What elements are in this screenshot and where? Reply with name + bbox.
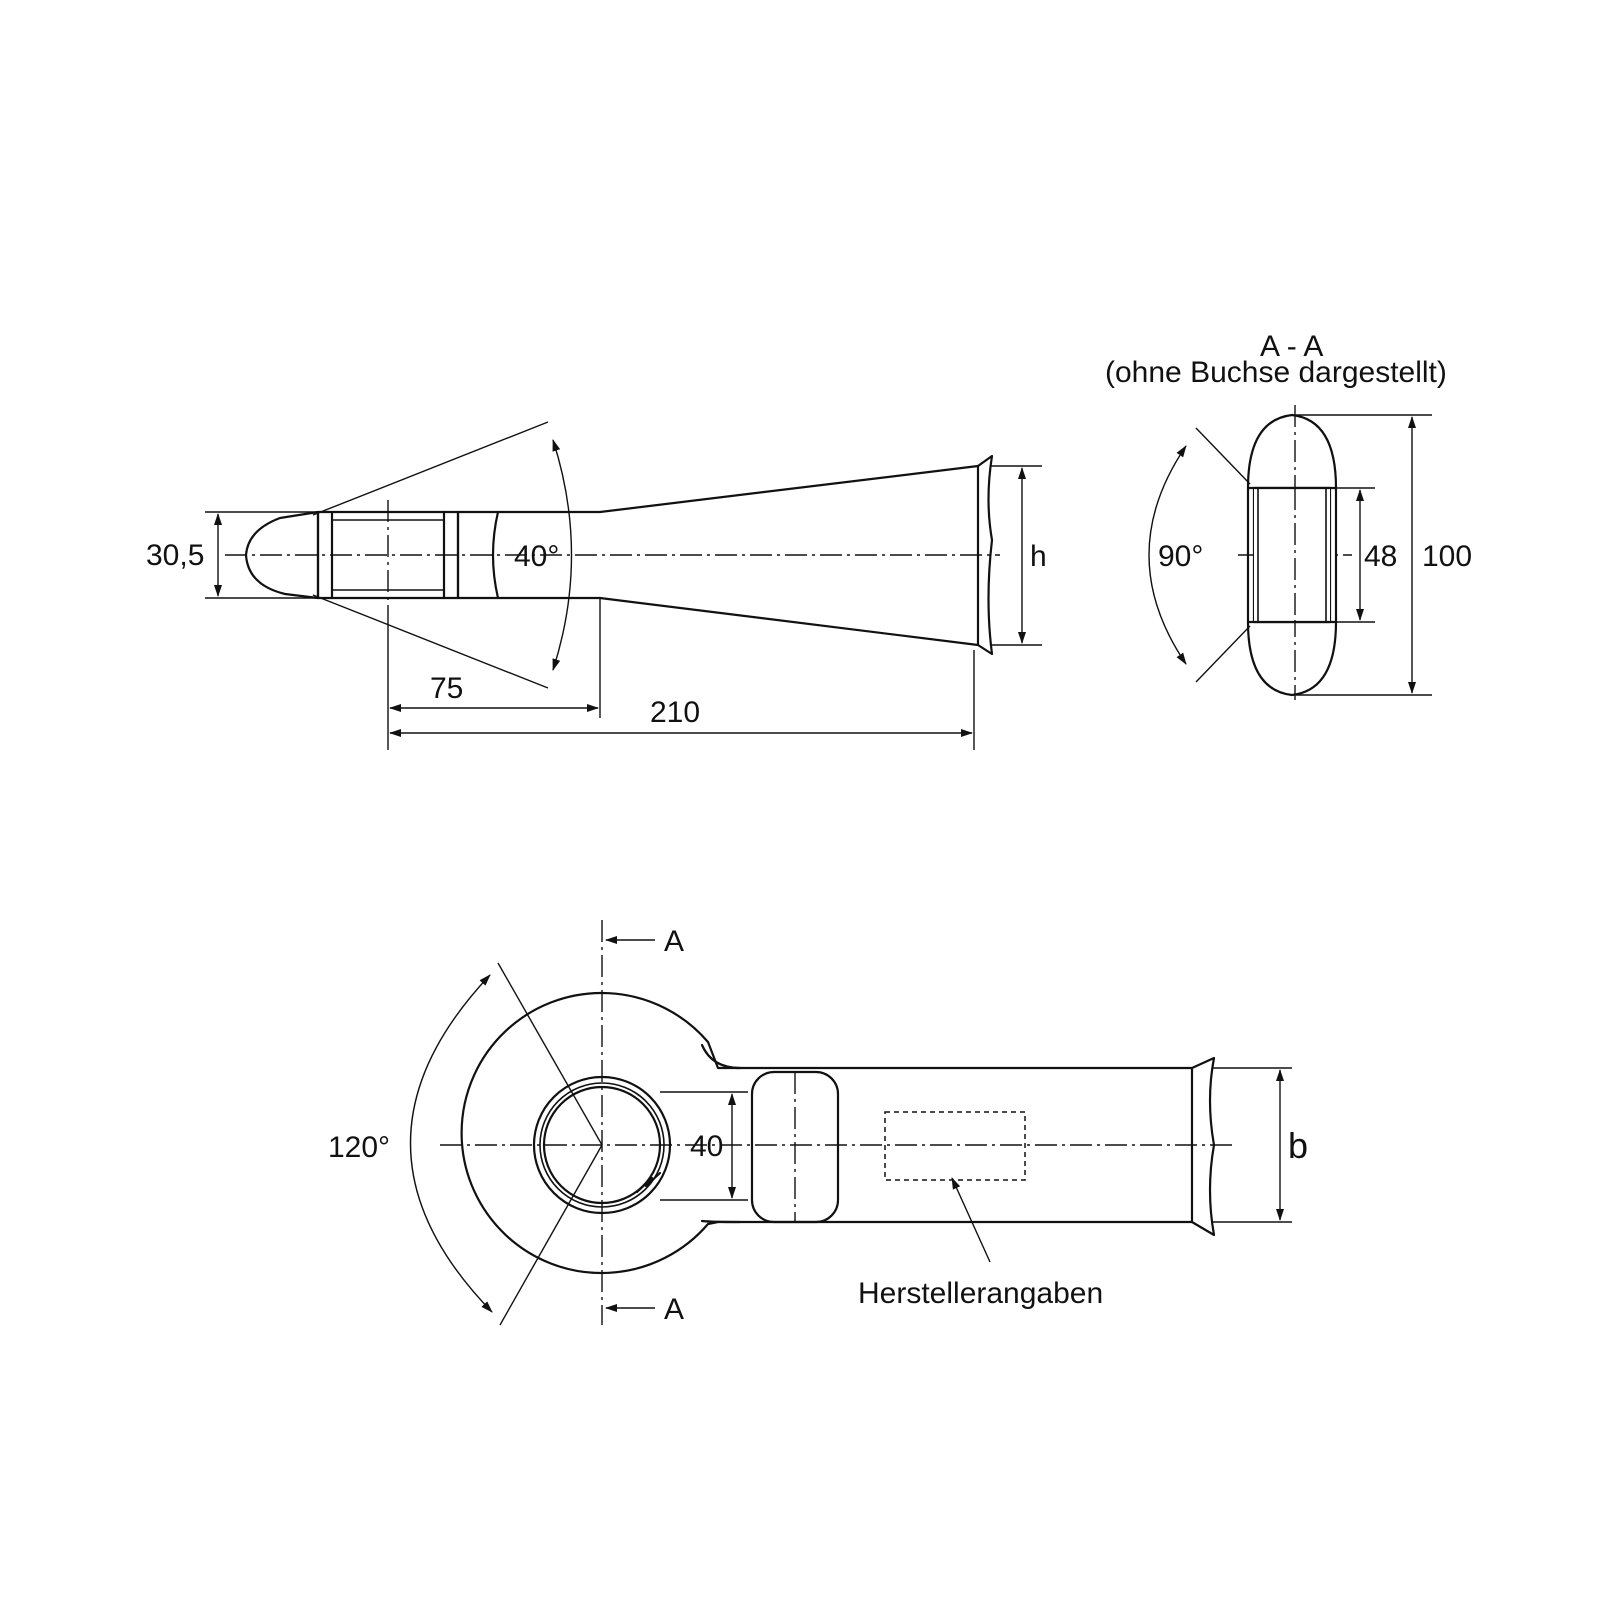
angle-40-arc bbox=[552, 439, 573, 671]
angle-120-line-lower bbox=[499, 1144, 603, 1326]
dim-48-label: 48 bbox=[1364, 540, 1397, 573]
side-nose-section bbox=[244, 510, 320, 600]
dim-75-label: 75 bbox=[430, 672, 463, 705]
eye-outline bbox=[460, 991, 1194, 1275]
section-mark-bottom: A bbox=[664, 1293, 684, 1326]
dim-210-label: 210 bbox=[650, 696, 700, 729]
dim-h-label: h bbox=[1030, 540, 1047, 573]
angle-90-label: 90° bbox=[1158, 540, 1203, 573]
dim-100-label: 100 bbox=[1422, 540, 1472, 573]
manufacturer-note: Herstellerangaben bbox=[858, 1277, 1103, 1310]
angle-90-line-upper bbox=[1195, 427, 1251, 485]
cone-line-upper bbox=[312, 421, 549, 516]
manufacturer-marking-box bbox=[884, 1111, 1026, 1181]
angle-40-label: 40° bbox=[514, 540, 559, 573]
angle-120-label: 120° bbox=[328, 1131, 390, 1164]
manufacturer-leader bbox=[951, 1177, 991, 1263]
dim-30-5-label: 30,5 bbox=[146, 539, 204, 572]
side-view: 30,5 40° h 75 210 bbox=[146, 421, 1047, 750]
dim-b-label: b bbox=[1288, 1125, 1308, 1166]
angle-120-arc bbox=[409, 974, 493, 1313]
side-break bbox=[976, 454, 994, 656]
angle-120-line-upper bbox=[497, 962, 603, 1146]
section-subtitle: (ohne Buchse dargestellt) bbox=[1105, 356, 1447, 389]
dim-40-label: 40 bbox=[690, 1130, 723, 1163]
section-title: A - A bbox=[1260, 330, 1323, 363]
section-aa-view: A - A (ohne Buchse dargestellt) 90° 48 1… bbox=[1105, 330, 1472, 700]
angle-90-arc bbox=[1148, 445, 1187, 665]
cone-line-lower bbox=[312, 594, 549, 689]
top-break bbox=[1190, 1056, 1216, 1237]
angle-90-line-lower bbox=[1195, 625, 1251, 683]
section-mark-top: A bbox=[664, 925, 684, 958]
top-view: A A Herstellerangaben b 40 bbox=[328, 920, 1308, 1326]
side-bush-left bbox=[316, 510, 334, 600]
